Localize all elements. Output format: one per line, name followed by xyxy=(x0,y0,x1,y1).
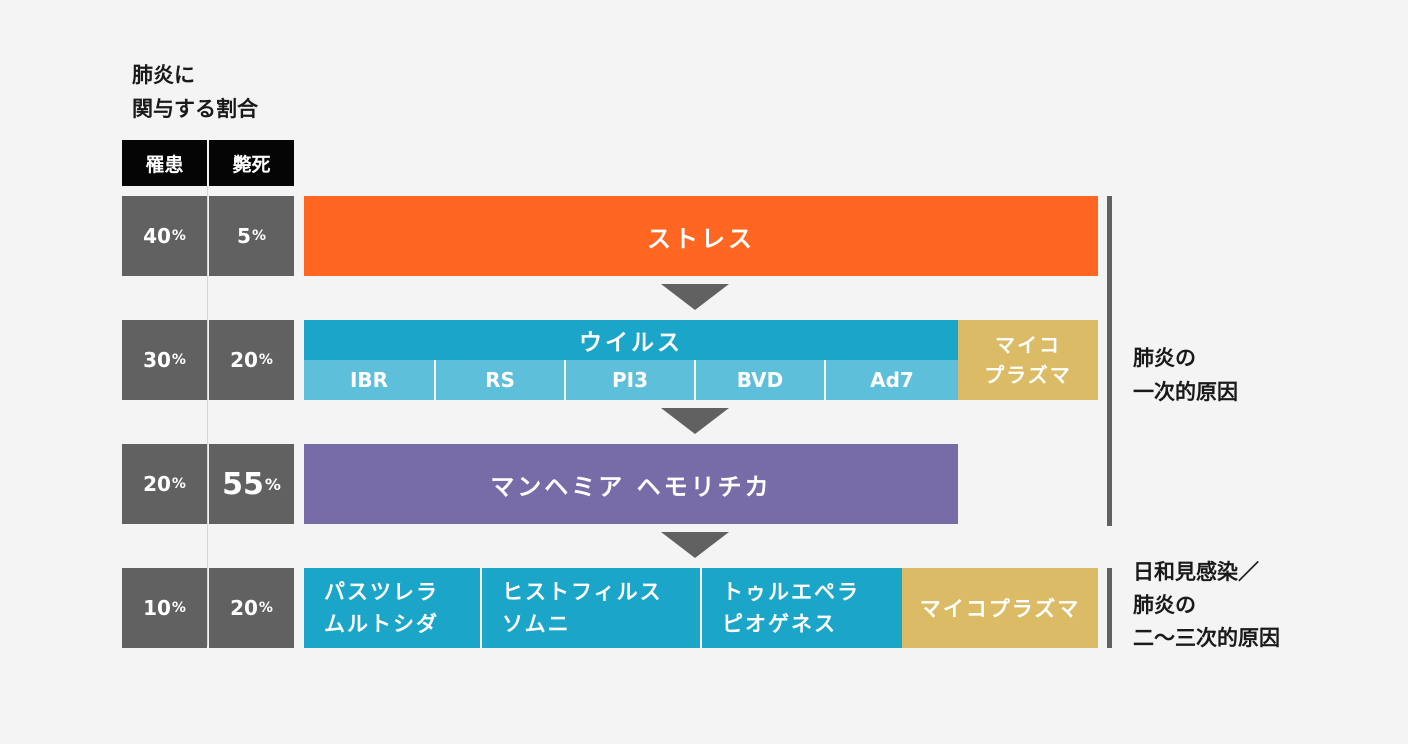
mycoplasma-secondary-bar: マイコプラズマ xyxy=(902,568,1098,648)
secondary-bracket xyxy=(1107,568,1112,648)
pasteurella-line-1: パスツレラ xyxy=(324,580,439,604)
primary-cause-label: 肺炎の 一次的原因 xyxy=(1133,341,1238,409)
mycoplasma-primary-bar: マイコ プラズマ xyxy=(958,320,1098,400)
pasteurella-bar: パスツレラ ムルトシダ xyxy=(304,568,480,648)
secondary-cause-line-2: 肺炎の xyxy=(1133,593,1196,617)
row-2-mortality: 20% xyxy=(209,320,294,400)
mortality-header: 斃死 xyxy=(209,140,294,186)
trueperella-bar: トゥルエペラ ピオゲネス xyxy=(702,568,902,648)
mycoplasma-primary-line-2: プラズマ xyxy=(984,363,1072,387)
row-4-morbidity: 10% xyxy=(122,568,207,648)
column-divider xyxy=(207,186,208,646)
histophilus-line-1: ヒストフィルス xyxy=(502,580,663,604)
virus-subtype-bvd: BVD xyxy=(696,360,824,400)
histophilus-line-2: ソムニ xyxy=(502,612,571,636)
secondary-cause-line-1: 日和見感染／ xyxy=(1133,560,1259,584)
histophilus-bar: ヒストフィルス ソムニ xyxy=(482,568,700,648)
secondary-cause-line-3: 二〜三次的原因 xyxy=(1133,626,1280,650)
primary-cause-line-1: 肺炎の xyxy=(1133,346,1196,370)
row-3-morbidity: 20% xyxy=(122,444,207,524)
virus-subtype-rs: RS xyxy=(436,360,564,400)
stress-bar: ストレス xyxy=(304,196,1098,276)
trueperella-line-1: トゥルエペラ xyxy=(722,580,860,604)
mycoplasma-primary-line-1: マイコ xyxy=(995,333,1061,357)
row-1-morbidity: 40% xyxy=(122,196,207,276)
heading-line-1: 肺炎に xyxy=(132,63,195,87)
secondary-cause-label: 日和見感染／ 肺炎の 二〜三次的原因 xyxy=(1133,556,1280,655)
morbidity-header: 罹患 xyxy=(122,140,207,186)
virus-bar: ウイルス xyxy=(304,320,958,360)
heading-line-2: 関与する割合 xyxy=(132,97,258,121)
mannheimia-bar: マンヘミア ヘモリチカ xyxy=(304,444,958,524)
row-4-mortality: 20% xyxy=(209,568,294,648)
row-3-mortality: 55% xyxy=(209,444,294,524)
row-1-mortality: 5% xyxy=(209,196,294,276)
arrow-down-icon xyxy=(661,532,729,558)
trueperella-line-2: ピオゲネス xyxy=(722,612,837,636)
virus-subtype-ibr: IBR xyxy=(304,360,434,400)
virus-subtype-ad7: Ad7 xyxy=(826,360,958,400)
primary-bracket xyxy=(1107,196,1112,526)
virus-subtype-pi3: PI3 xyxy=(566,360,694,400)
arrow-down-icon xyxy=(661,408,729,434)
pasteurella-line-2: ムルトシダ xyxy=(324,612,439,636)
row-2-morbidity: 30% xyxy=(122,320,207,400)
primary-cause-line-2: 一次的原因 xyxy=(1133,380,1238,404)
arrow-down-icon xyxy=(661,284,729,310)
